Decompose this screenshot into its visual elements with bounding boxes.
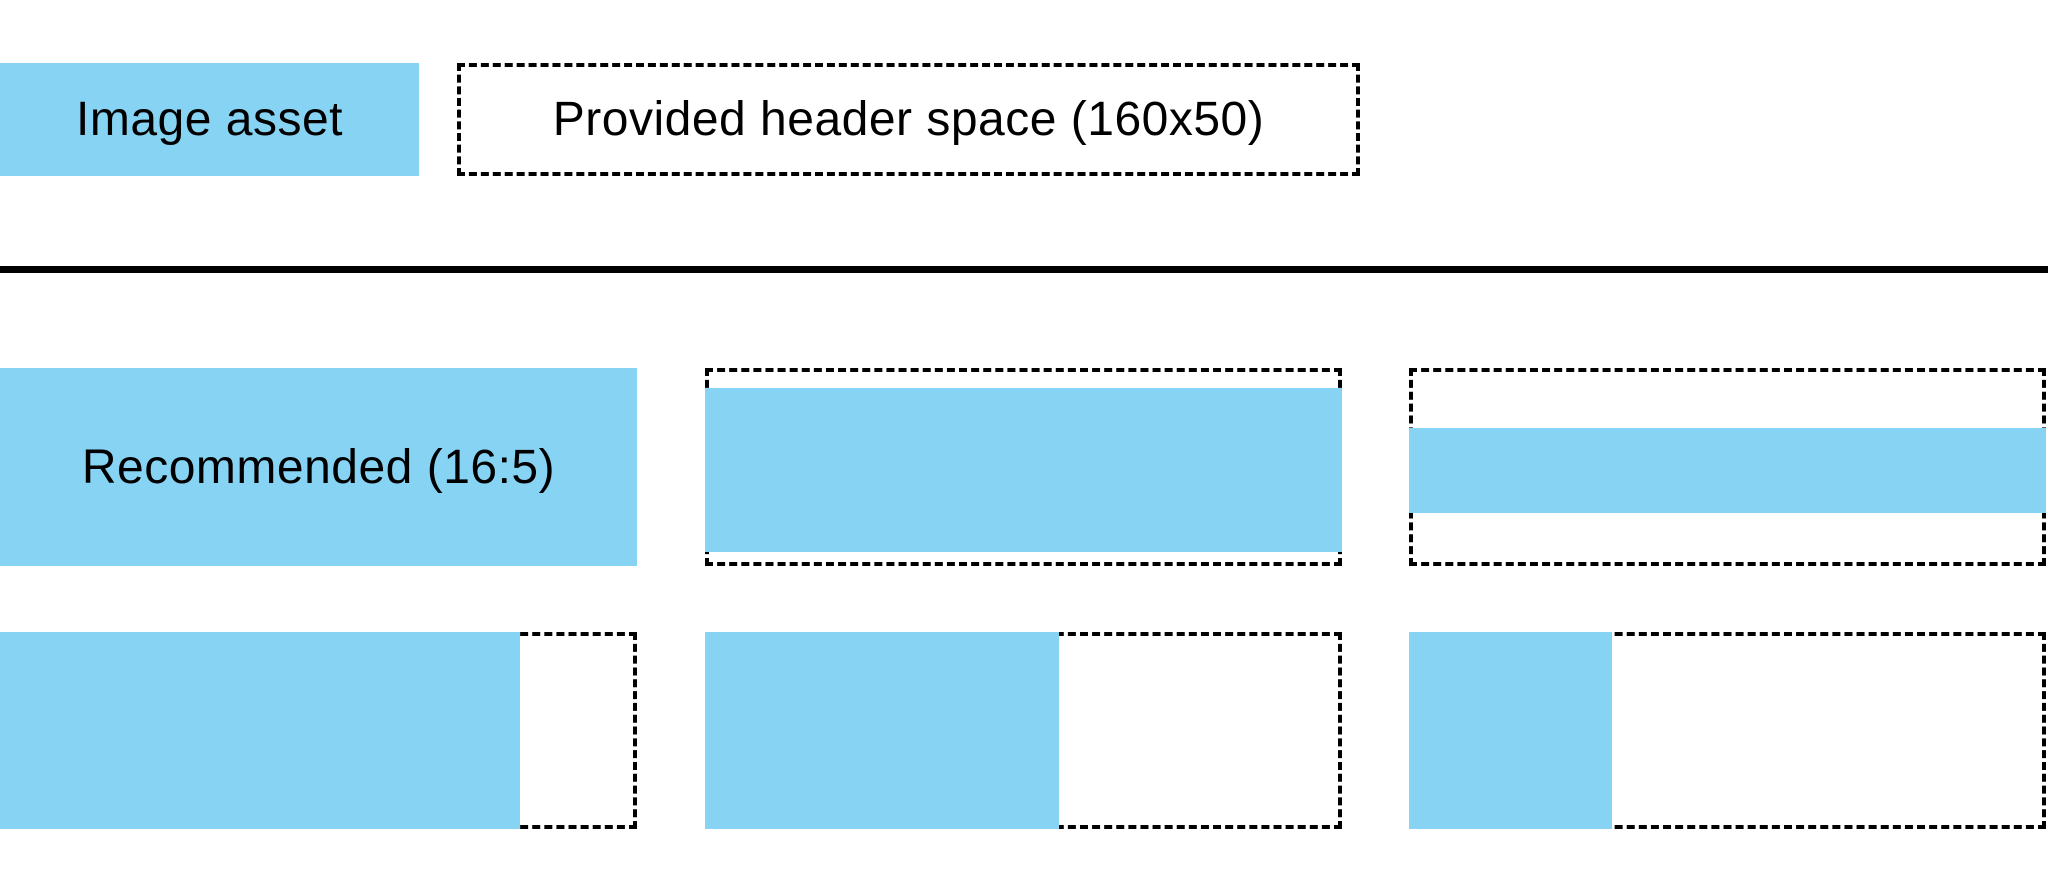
image-asset-fill: [0, 632, 520, 829]
tile-full-height-wide-bar: [0, 632, 637, 829]
legend-image-asset-label: Image asset: [76, 93, 343, 146]
tile-thin-banner-centered: [1409, 368, 2046, 566]
image-asset-fill: [1409, 428, 2046, 513]
image-asset-fill: [705, 632, 1059, 829]
image-asset-fill: [1409, 632, 1612, 829]
tile-full-height-narrow-bar: [1409, 632, 2046, 829]
tile-full-width-letterboxed: [705, 368, 1342, 566]
tile-full-height-half-bar: [705, 632, 1342, 829]
legend-header-space-box: Provided header space (160x50): [457, 63, 1360, 176]
legend-header-space-label: Provided header space (160x50): [552, 93, 1265, 146]
image-asset-fill: [0, 368, 637, 566]
legend-image-asset-swatch: Image asset: [0, 63, 419, 176]
image-asset-fill: [705, 388, 1342, 552]
section-divider-line: [0, 266, 2048, 273]
tile-recommended-16-5: Recommended (16:5): [0, 368, 637, 566]
tile-label: Recommended (16:5): [81, 440, 556, 494]
